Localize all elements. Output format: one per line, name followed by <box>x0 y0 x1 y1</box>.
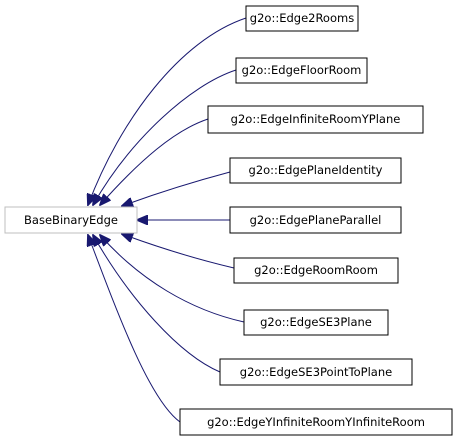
derived-node[interactable]: g2o::EdgeInfiniteRoomYPlane <box>207 105 424 134</box>
derived-node[interactable]: g2o::EdgePlaneParallel <box>229 206 402 234</box>
derived-node-box[interactable] <box>207 105 424 134</box>
derived-node[interactable]: g2o::EdgePlaneIdentity <box>229 157 402 184</box>
derived-node[interactable]: g2o::EdgeFloorRoom <box>235 57 368 84</box>
derived-node-box[interactable] <box>179 408 453 436</box>
base-node-label: BaseBinaryEdge <box>24 213 118 227</box>
derived-node-label[interactable]: g2o::EdgeSE3PointToPlane <box>240 365 392 379</box>
derived-node[interactable]: g2o::EdgeSE3PointToPlane <box>219 358 413 386</box>
derived-node-box[interactable] <box>243 309 389 336</box>
base-node: BaseBinaryEdge <box>4 206 138 234</box>
derived-node-box[interactable] <box>229 206 402 234</box>
derived-node-box[interactable] <box>235 57 368 84</box>
derived-node-label[interactable]: g2o::EdgeSE3Plane <box>260 315 372 329</box>
derived-node-label[interactable]: g2o::EdgeYInfiniteRoomYInfiniteRoom <box>207 415 425 429</box>
derived-node-label[interactable]: g2o::EdgePlaneParallel <box>250 213 382 227</box>
edge-edgese3pointtoplane <box>93 235 221 373</box>
derived-node-label[interactable]: g2o::Edge2Rooms <box>250 11 354 25</box>
derived-node-box[interactable] <box>229 157 402 184</box>
edge-edgeplaneidentity <box>122 171 231 206</box>
derived-node[interactable]: g2o::Edge2Rooms <box>245 5 359 32</box>
derived-node-label[interactable]: g2o::EdgeRoomRoom <box>254 263 378 277</box>
edge-edgefloorroom <box>93 69 237 205</box>
derived-node-label[interactable]: g2o::EdgeInfiniteRoomYPlane <box>231 112 401 126</box>
derived-node[interactable]: g2o::EdgeRoomRoom <box>233 257 399 284</box>
edge-edgeroomroom <box>122 234 235 269</box>
inheritance-edges <box>88 17 247 423</box>
derived-node-box[interactable] <box>245 5 359 32</box>
edge-edgeinfiniteroomyplane <box>100 118 209 205</box>
base-node-box <box>4 206 138 234</box>
derived-node-box[interactable] <box>233 257 399 284</box>
derived-node-label[interactable]: g2o::EdgePlaneIdentity <box>249 163 383 177</box>
edge-edge2rooms <box>88 17 247 205</box>
derived-node-box[interactable] <box>219 358 413 386</box>
derived-node[interactable]: g2o::EdgeYInfiniteRoomYInfiniteRoom <box>179 408 453 436</box>
edge-edgese3plane <box>100 235 245 323</box>
derived-node-label[interactable]: g2o::EdgeFloorRoom <box>242 63 362 77</box>
edge-edgeyinfiniteroomyinfiniteroom <box>88 235 181 423</box>
derived-node[interactable]: g2o::EdgeSE3Plane <box>243 309 389 336</box>
